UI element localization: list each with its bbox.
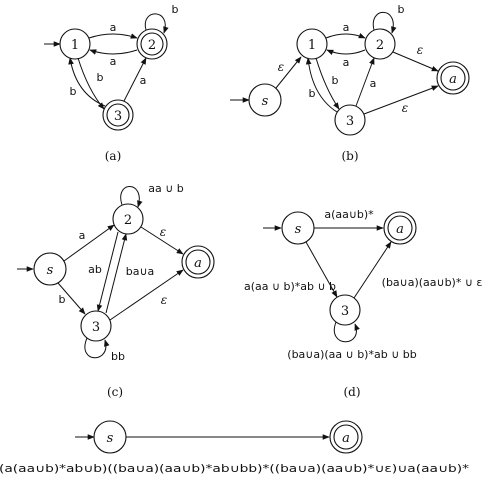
edge-2-1: [326, 49, 366, 56]
edge-3-1: [68, 57, 106, 107]
state-a-label: a: [342, 431, 350, 446]
edge-3-a: [353, 241, 392, 299]
edge-2-1-label: a: [110, 55, 117, 68]
state-a-label: a: [449, 72, 457, 87]
edge-2-a: [392, 51, 439, 72]
loop-2-label: aa ∪ b: [148, 182, 184, 195]
caption-b: (b): [341, 149, 358, 163]
edge-3-a-label: ε: [161, 293, 167, 307]
edge-3-2: [123, 57, 147, 102]
edge-3-2-label: a: [370, 77, 377, 90]
edge-s-3: [305, 241, 338, 298]
edge-3-2-label: ba∪a: [126, 265, 155, 278]
edge-2-a: [140, 226, 184, 255]
edge-3-2-label: a: [140, 74, 147, 87]
edge-3-2: [355, 57, 375, 107]
loop-3: [84, 337, 110, 359]
state-3-accept-ring: [106, 103, 130, 127]
state-a-label: a: [194, 256, 202, 271]
state-a-label: a: [396, 222, 404, 237]
state-2: [364, 28, 396, 60]
edge-s-2: [63, 224, 115, 262]
edge-2-3-label: ab: [88, 263, 102, 276]
state-1: [59, 28, 91, 60]
state-1: [296, 28, 328, 60]
state-2-label: 2: [124, 213, 132, 228]
state-a-accept-ring: [387, 215, 413, 241]
state-3: [329, 294, 361, 326]
edge-s-3-label: b: [59, 293, 66, 306]
caption-d: (d): [343, 385, 360, 399]
edge-1-3: [77, 57, 105, 110]
state-3-label: 3: [114, 109, 122, 124]
edge-2-1: [89, 49, 138, 55]
edge-3-2: [105, 233, 128, 314]
edge-1-2-label: a: [110, 21, 117, 34]
state-s-label: s: [47, 263, 54, 278]
edge-3-a: [109, 269, 184, 321]
panel-d: s a 3 a(aa∪b)* a(aa ∪ b)*ab ∪ b (ba∪a)(a…: [244, 208, 482, 399]
loop-3: [333, 321, 360, 343]
state-s: [33, 252, 67, 286]
state-3-label: 3: [92, 320, 100, 335]
panel-e: s a (a(aa∪b)*ab∪b)((ba∪a)(aa∪b)*ab∪bb)*(…: [0, 420, 469, 475]
edge-3-1: [305, 57, 338, 113]
edge-2-a-label: ε: [417, 43, 423, 57]
state-3-label: 3: [346, 114, 354, 129]
edge-1-2: [325, 32, 366, 39]
state-a-accept-ring: [440, 65, 466, 91]
loop-2: [372, 11, 397, 34]
state-s: [248, 83, 282, 117]
edge-s-1: [275, 56, 302, 89]
edge-1-3-label: b: [332, 74, 339, 87]
state-1-label: 1: [308, 38, 316, 53]
loop-2-label: b: [172, 3, 179, 16]
edge-3-a-label: ε: [402, 101, 408, 115]
panel-a: 1 2 3 a a b b b a (a): [44, 3, 179, 163]
edge-3-1-label: b: [309, 87, 316, 100]
state-s-label: s: [295, 222, 302, 237]
state-s-label: s: [262, 94, 269, 109]
state-2-label: 2: [148, 38, 156, 53]
state-3: [80, 310, 112, 342]
state-1-label: 1: [71, 38, 79, 53]
state-2: [112, 203, 144, 235]
caption-c: (c): [107, 385, 123, 399]
state-a-accept-ring: [185, 249, 211, 275]
loop-2: [120, 186, 143, 208]
edge-1-2: [88, 33, 138, 39]
edge-s-a-label: a(aa∪b)*: [324, 208, 374, 221]
edge-s-2-label: a: [79, 229, 86, 242]
loop-2: [144, 13, 169, 34]
state-2-accept-ring: [140, 32, 164, 56]
state-a-accept-ring: [333, 424, 359, 450]
edge-3-a-label: (ba∪a)(aa∪b)* ∪ ε: [382, 276, 483, 289]
edge-2-a-label: ε: [160, 225, 166, 239]
state-2-label: 2: [376, 38, 384, 53]
state-s-label: s: [107, 431, 114, 446]
edge-2-3: [96, 231, 119, 312]
edge-1-3: [315, 57, 340, 110]
edge-1-3-label: b: [97, 71, 104, 84]
edge-3-1-label: b: [70, 85, 77, 98]
edge-s-1-label: ε: [278, 60, 284, 74]
loop-2-label: b: [398, 3, 405, 16]
edge-2-1-label: a: [343, 56, 350, 69]
state-3-label: 3: [341, 304, 349, 319]
edge-1-2-label: a: [343, 21, 350, 34]
loop-3-label: bb: [111, 350, 125, 363]
edge-s-3-label: a(aa ∪ b)*ab ∪ b: [244, 280, 336, 293]
state-3: [334, 104, 366, 136]
panel-b: s 1 2 3 a ε a a b b b a ε ε (b): [230, 3, 470, 163]
loop-3-label: (ba∪a)(aa ∪ b)*ab ∪ bb: [287, 348, 416, 361]
edge-3-a: [363, 85, 439, 115]
panel-c: s 2 3 a a b aa ∪ b ab ba∪a ε ε bb (c): [17, 182, 215, 399]
final-regex: (a(aa∪b)*ab∪b)((ba∪a)(aa∪b)*ab∪bb)*((ba∪…: [0, 463, 469, 475]
edge-s-3: [57, 282, 86, 315]
caption-a: (a): [105, 149, 122, 163]
